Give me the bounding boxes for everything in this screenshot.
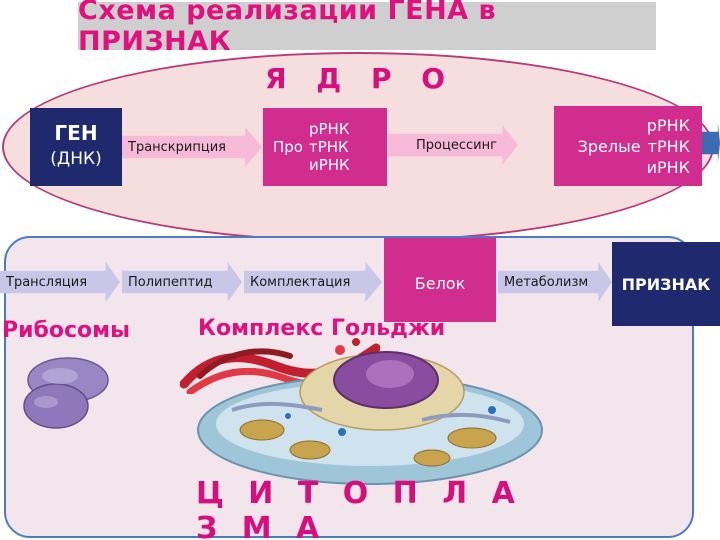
pro-rna-item: тРНК (308, 138, 349, 156)
diagram-title: Схема реализации ГЕНА в ПРИЗНАК (78, 0, 497, 57)
gene-title: ГЕН (54, 121, 98, 145)
pro-rna-list: рРНК тРНК иРНК (309, 120, 350, 174)
title-bar: Схема реализации ГЕНА в ПРИЗНАК (78, 0, 656, 57)
mature-rna-item: иРНК (646, 157, 690, 177)
polypeptide-label: Полипептид (128, 274, 213, 290)
ribosomes-label: Рибосомы (2, 318, 131, 343)
trait-box: ПРИЗНАК (612, 242, 720, 326)
cytoplasm-label: Ц И Т О П Л А З М А (196, 476, 522, 540)
pro-rna-item: рРНК (308, 120, 350, 138)
cell-illustration (197, 351, 543, 485)
ribosome-illustration (23, 357, 109, 429)
gene-box: ГЕН (ДНК) (30, 108, 122, 186)
mature-prefix: Зрелые (577, 136, 641, 156)
nucleus-label: Я Д Р О (264, 62, 456, 95)
protein-box: Белок (384, 238, 496, 322)
mature-rna-list: рРНК тРНК иРНК (647, 115, 690, 178)
metabolism-label: Метаболизм (504, 274, 589, 290)
gene-subtitle: (ДНК) (50, 149, 102, 169)
translation-label: Трансляция (6, 274, 88, 290)
pro-rna-box: Про рРНК тРНК иРНК (263, 108, 387, 186)
pro-rna-item: иРНК (308, 156, 350, 174)
pro-prefix: Про (273, 138, 303, 156)
trait-label: ПРИЗНАК (621, 274, 711, 294)
protein-label: Белок (414, 274, 466, 293)
completion-label: Комплектация (250, 274, 351, 290)
outflow-arrow (702, 123, 720, 163)
golgi-label: Комплекс Гольджи (198, 316, 446, 341)
mature-rna-item: рРНК (646, 115, 690, 135)
transcription-label: Транскрипция (128, 139, 226, 155)
processing-label: Процессинг (416, 137, 497, 153)
mature-rna-item: тРНК (647, 136, 690, 156)
mature-rna-box: Зрелые рРНК тРНК иРНК (554, 106, 702, 186)
